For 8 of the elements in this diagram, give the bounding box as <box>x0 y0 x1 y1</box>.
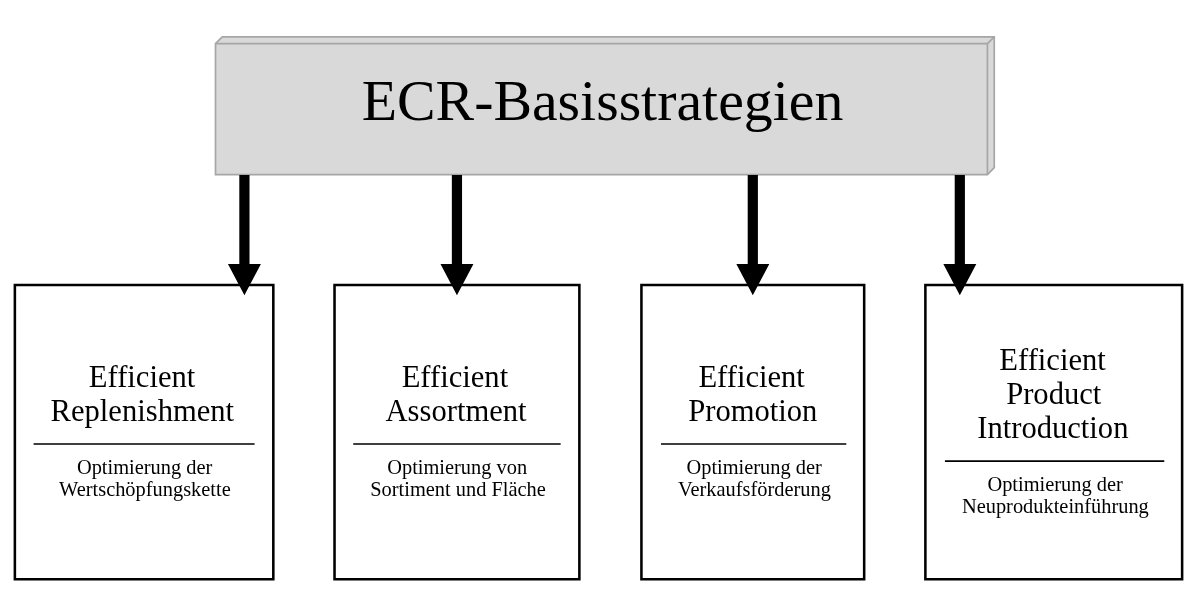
node-box: Efficient Assortment Optimierung von Sortiment und Fläche <box>333 283 581 580</box>
node-box: Efficient Product Introduction Optimierung der Neuprodukteinführung <box>924 283 1184 580</box>
arrow <box>440 174 474 295</box>
arrow <box>227 174 261 295</box>
arrow <box>736 174 770 295</box>
arrow <box>943 174 977 295</box>
node-box: Efficient Promotion Optimierung der Verkaufsförderung <box>640 283 866 580</box>
node-box: Efficient Replenishment Optimierung der Wertschöpfungskette <box>13 283 275 580</box>
